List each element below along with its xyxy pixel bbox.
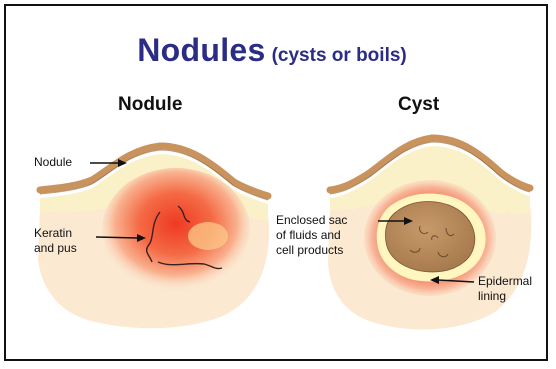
callout-lining-line1: Epidermal	[478, 274, 532, 289]
cyst-sac	[385, 201, 474, 271]
nodule-inflammation	[102, 168, 250, 292]
callout-lining-line2: lining	[478, 289, 532, 304]
title-main: Nodules	[137, 32, 265, 68]
callout-sac-line1: Enclosed sac	[276, 213, 347, 228]
callout-enclosed-sac: Enclosed sac of fluids and cell products	[276, 213, 347, 258]
callout-keratin-line2: and pus	[34, 241, 77, 256]
figure-title: Nodules (cysts or boils)	[0, 32, 544, 69]
callout-nodule: Nodule	[34, 155, 72, 170]
callout-keratin-line1: Keratin	[34, 226, 77, 241]
title-subtitle: (cysts or boils)	[272, 45, 407, 66]
callout-keratin: Keratin and pus	[34, 226, 77, 256]
nodule-pus	[188, 222, 228, 250]
callout-sac-line3: cell products	[276, 243, 347, 258]
callout-epidermal-lining: Epidermal lining	[478, 274, 532, 304]
cyst-panel-label: Cyst	[398, 94, 439, 116]
keratin-arrow	[96, 237, 138, 238]
callout-sac-line2: of fluids and	[276, 228, 347, 243]
nodule-panel-label: Nodule	[118, 94, 182, 116]
